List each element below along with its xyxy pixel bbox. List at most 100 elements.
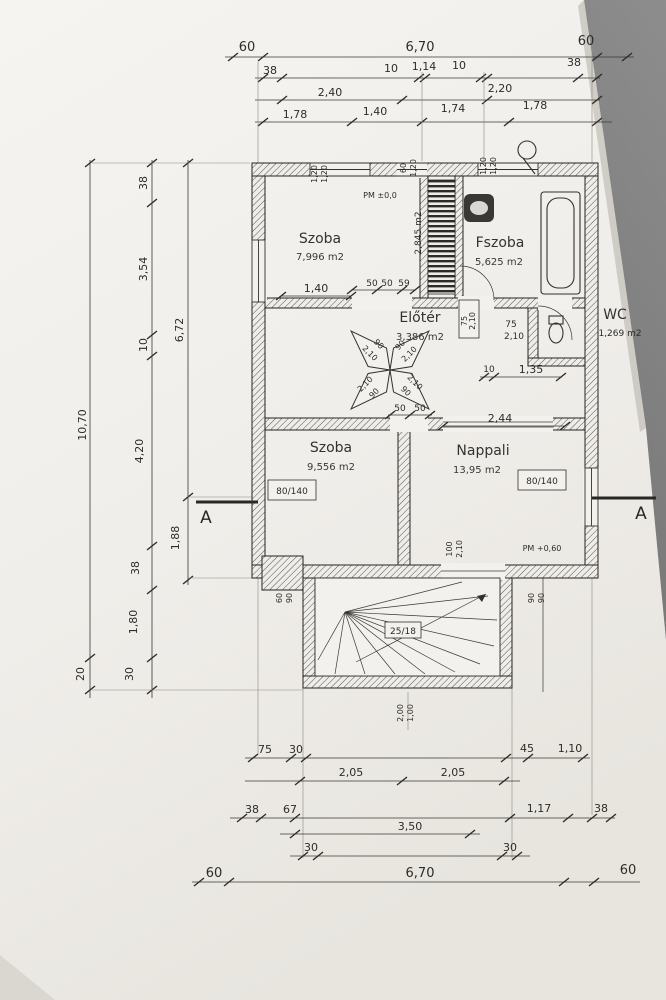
room-labels: Szoba 7,996 m2 2,845 m2 Fszoba 5,625 m2 … — [296, 211, 642, 476]
dim-label: 50 — [414, 404, 426, 414]
dim-label: 3,54 — [137, 257, 150, 282]
outer-wall-left — [251, 175, 266, 566]
dim-label: 60 — [206, 866, 223, 881]
parapet-label: 1,20 — [320, 165, 329, 183]
dim-label: 90 — [527, 593, 536, 603]
section-markers: A A — [196, 496, 656, 528]
dim-label: 59 — [398, 279, 410, 289]
dim-label: 20 — [74, 667, 87, 681]
dim-label: 6,72 — [173, 318, 186, 343]
section-letter-left: A — [200, 508, 212, 528]
room-name-wc: WC — [603, 307, 627, 323]
boiler — [517, 140, 537, 175]
dim-label: 60 — [578, 34, 595, 49]
chimney-block — [261, 555, 304, 591]
extension-lines — [92, 48, 593, 858]
dim-label: 10 — [483, 365, 495, 375]
door-gap-szoba2 — [390, 416, 428, 432]
dim-label: 2,20 — [488, 82, 513, 95]
room-area-szoba2: 9,556 m2 — [307, 462, 355, 473]
dim-label: 67 — [283, 803, 297, 816]
dim-label: 38 — [137, 176, 150, 190]
dim-label: 90 — [537, 593, 546, 603]
room-name-szoba2: Szoba — [310, 440, 352, 456]
stair-steps — [317, 581, 498, 675]
stair-label: 25/18 — [390, 627, 416, 637]
dim-label: 38 — [263, 64, 277, 77]
room-name-nappali: Nappali — [456, 443, 509, 459]
section-letter-right: A — [635, 504, 647, 524]
fszoba-door-label-box — [458, 299, 480, 339]
dim-label: 1,80 — [127, 610, 140, 635]
parapet-label: 60 — [399, 163, 408, 173]
stair-wall-left — [302, 577, 316, 689]
interior-dimensions: 1,20 1,20 60 1,20 1,20 1,20 PM ±0,0 PM +… — [275, 157, 571, 730]
dim-label: 1,40 — [304, 282, 329, 295]
bathtub — [540, 191, 581, 295]
room-name-eloter: Előtér — [399, 310, 440, 326]
window-size: 80/140 — [526, 477, 558, 487]
wc-wall-bottom — [527, 357, 586, 367]
window-top-middle — [397, 161, 427, 178]
room-area-fszoba: 5,625 m2 — [475, 257, 523, 268]
door-dim: 75 — [505, 320, 516, 330]
dim-label: 38 — [129, 561, 142, 575]
window-left — [250, 239, 267, 303]
door-dim: 2,10 — [504, 332, 524, 342]
wc-wall-left — [527, 307, 539, 366]
dim-label: 38 — [245, 803, 259, 816]
dim-label: 30 — [304, 841, 318, 854]
room-area-eloter: 3,386 m2 — [396, 332, 444, 343]
dim-label: 1,40 — [363, 105, 388, 118]
door-gap-wc — [538, 296, 572, 310]
dim-label: 60 — [620, 863, 637, 878]
left-dimension-chains: 10,70 20 38 3,54 10 4,20 38 1,80 30 6,72… — [74, 158, 194, 698]
dim-label: 38 — [594, 802, 608, 815]
dim-label: 3,50 — [398, 820, 423, 833]
dim-label: 30 — [123, 667, 136, 681]
dim-label: 38 — [567, 56, 581, 69]
dim-label: 1,88 — [169, 526, 182, 551]
wardrobe-striped — [427, 179, 456, 295]
level-mark-plus: PM +0,60 — [523, 544, 562, 553]
window-size-boxes: 80/140 80/140 — [267, 469, 567, 501]
stair-label-box — [384, 621, 422, 639]
parapet-label: 1,20 — [489, 157, 498, 175]
room-area-nappali: 13,95 m2 — [453, 465, 501, 476]
door-swing-fszoba — [459, 265, 495, 301]
door-dim: 2,10 — [455, 540, 464, 558]
openings — [250, 161, 600, 580]
dim-label: 10 — [452, 59, 466, 72]
dim-label: 60 — [275, 593, 284, 603]
level-mark-zero: PM ±0,0 — [363, 191, 397, 200]
room-area-szoba1: 7,996 m2 — [296, 252, 344, 263]
door-dim: 2,10 — [468, 312, 477, 330]
window-box-left — [267, 479, 317, 501]
stair-wall-right — [499, 577, 513, 689]
dim-label: 6,70 — [406, 40, 435, 55]
dim-label: 50 — [366, 279, 378, 289]
dim-label: 50 — [381, 279, 393, 289]
room-area-closet: 2,845 m2 — [414, 211, 424, 254]
stairs: 25/18 — [314, 577, 501, 677]
opening-nappali — [443, 416, 553, 432]
toilet — [548, 315, 564, 344]
dim-label: 30 — [503, 841, 517, 854]
paper-corner-shadow — [0, 955, 55, 1000]
dim-label: 2,00 — [396, 704, 405, 722]
dim-label: 2,40 — [318, 86, 343, 99]
dim-label: 10,70 — [76, 409, 89, 441]
dim-label: 1,74 — [441, 102, 466, 115]
window-box-right — [517, 469, 567, 491]
outer-wall-bottom — [251, 564, 599, 579]
window-top-left — [309, 161, 371, 178]
dim-label: 10 — [137, 338, 150, 352]
dim-label: 2,44 — [488, 412, 513, 425]
dim-label: 6,70 — [406, 866, 435, 881]
dim-label: 2,05 — [441, 766, 466, 779]
closet-wall-right — [454, 175, 464, 299]
top-dimension-chains: 60 6,70 60 38 10 1,14 10 38 2,40 2,20 1,… — [225, 34, 634, 127]
dim-label: 1,00 — [406, 704, 415, 722]
window-top-right — [477, 161, 539, 178]
